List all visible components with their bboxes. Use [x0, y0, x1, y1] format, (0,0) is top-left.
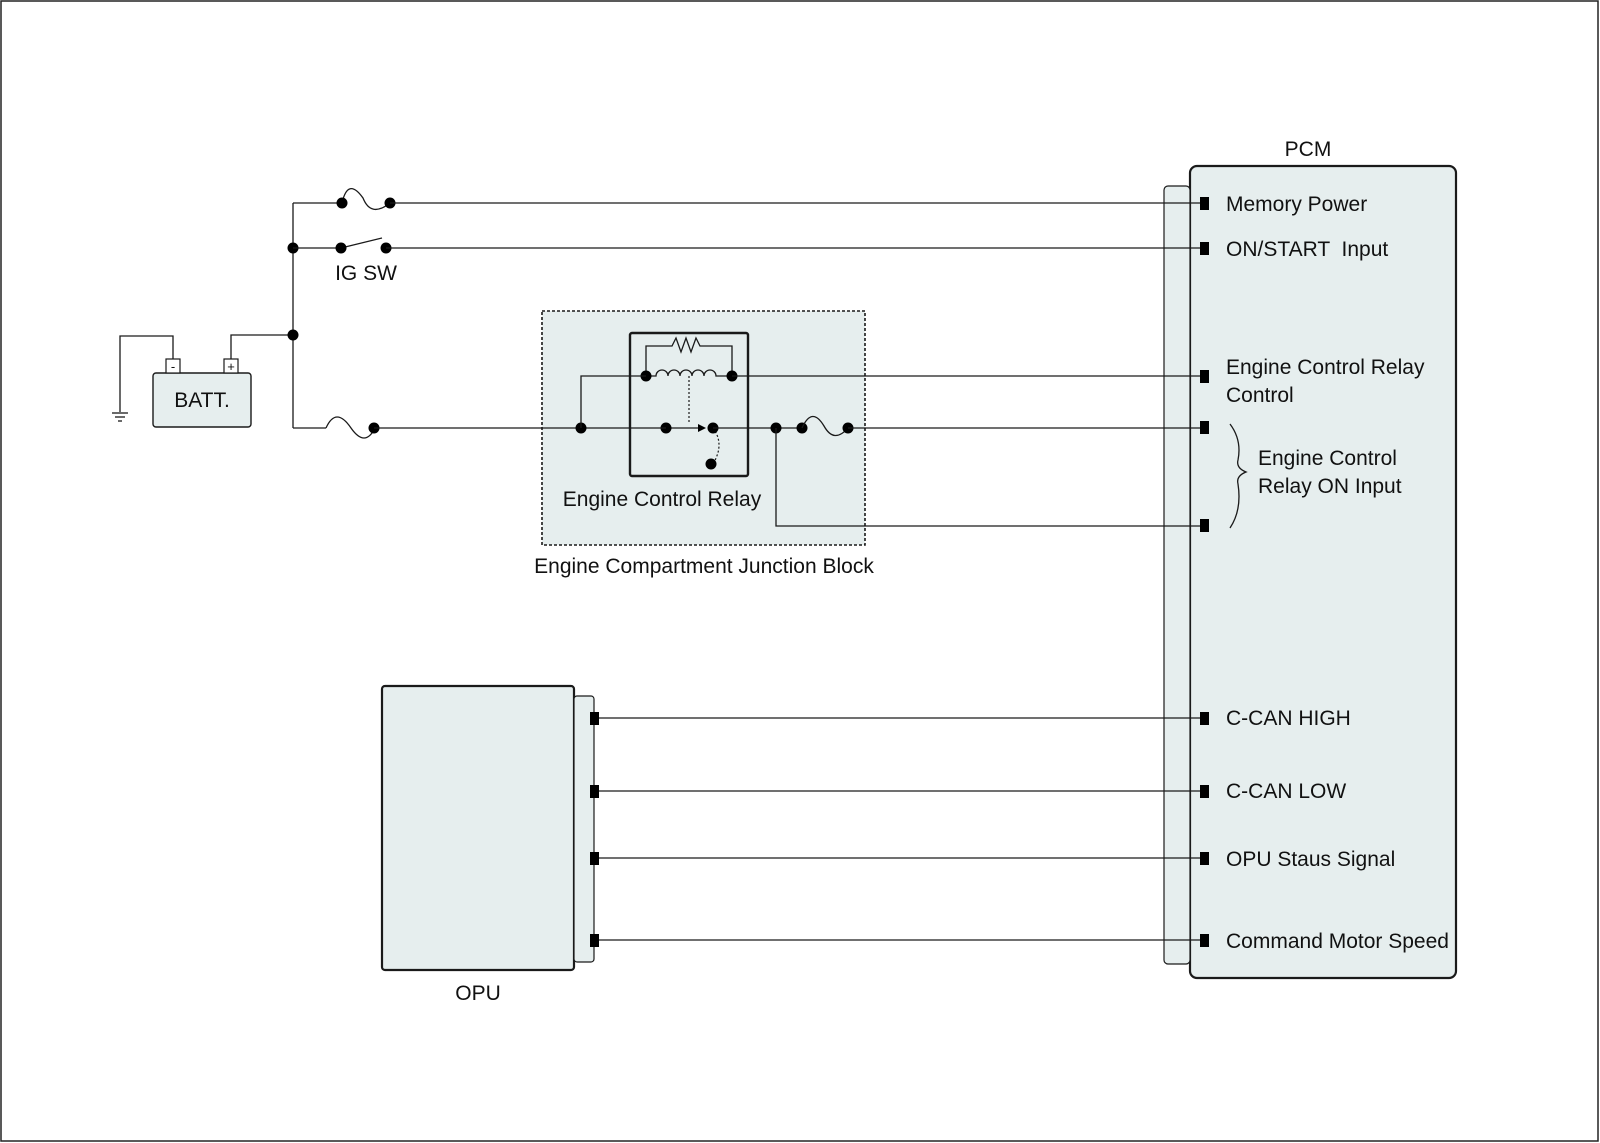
igsw-label: IG SW	[335, 262, 397, 285]
relay-contact-arrow-icon	[698, 424, 706, 432]
opu-pin-c-can-low	[590, 785, 599, 798]
relay-label: Engine Control Relay	[563, 488, 762, 511]
pcm-pin-relay-on-2	[1200, 519, 1209, 532]
pcm-pin-c-can-low	[1200, 785, 1209, 798]
fuse-memory-in	[336, 197, 348, 209]
opu-pin-motor-speed	[590, 934, 599, 947]
fuse-icon	[341, 188, 391, 210]
pcm-label-motor-speed: Command Motor Speed	[1226, 930, 1449, 953]
pcm-label-c-can-high: C-CAN HIGH	[1226, 707, 1351, 730]
battery-icon	[152, 372, 252, 428]
battery-neg-sign: -	[171, 359, 175, 374]
opu-label: OPU	[455, 982, 501, 1005]
pcm-label-on-start: ON/START Input	[1226, 238, 1388, 261]
bus-node-battery	[287, 329, 299, 341]
relay-switch-nc	[705, 458, 717, 470]
opu-pin-c-can-high	[590, 712, 599, 725]
pcm-label-memory-power: Memory Power	[1226, 193, 1367, 216]
battery: - + BATT.	[152, 358, 252, 428]
battery-pos-sign: +	[227, 359, 235, 374]
pcm-pin-relay-on-1	[1200, 421, 1209, 434]
switch-icon	[340, 237, 383, 249]
fuse-relay-feed-icon	[325, 416, 376, 439]
pcm-pin-relay-control	[1200, 370, 1209, 383]
opu-body	[380, 684, 576, 972]
pcm-connector	[1163, 185, 1191, 965]
pcm-label-relay-control-2: Control	[1226, 384, 1294, 407]
coil-supply-wire	[580, 375, 646, 428]
pcm-pin-motor-speed	[1200, 934, 1209, 947]
relay-coil-icon	[646, 369, 732, 377]
engine-control-relay: Engine Control Relay	[563, 331, 762, 511]
pcm-label-relay-on-1: Engine Control	[1258, 447, 1397, 470]
junction-block-label: Engine Compartment Junction Block	[534, 555, 874, 578]
opu-pin-status	[590, 852, 599, 865]
pcm-pin-opu-status	[1200, 852, 1209, 865]
ground-icon	[112, 412, 128, 422]
pcm-label-c-can-low: C-CAN LOW	[1226, 780, 1346, 803]
igsw-terminal-in	[335, 242, 347, 254]
pcm-pin-c-can-high	[1200, 712, 1209, 725]
pcm-label-relay-on-2: Relay ON Input	[1258, 475, 1402, 498]
pcm-module: PCM	[1163, 138, 1458, 980]
pcm-label-opu-status: OPU Staus Signal	[1226, 848, 1395, 871]
battery-pos-wire	[230, 334, 293, 359]
brace-icon	[1229, 423, 1248, 529]
pcm-pin-on-start	[1200, 242, 1209, 255]
pcm-title: PCM	[1285, 138, 1332, 161]
opu-module: OPU	[380, 684, 595, 1005]
pcm-pin-memory-power	[1200, 197, 1209, 210]
pcm-label-relay-control-1: Engine Control Relay	[1226, 356, 1425, 379]
ground-wire	[119, 335, 174, 412]
battery-label: BATT.	[174, 389, 230, 412]
resistor-icon	[645, 336, 733, 376]
fuse-output-icon	[801, 415, 849, 437]
relay-on-input-wire-2	[775, 428, 1202, 527]
opu-connector	[573, 695, 595, 963]
